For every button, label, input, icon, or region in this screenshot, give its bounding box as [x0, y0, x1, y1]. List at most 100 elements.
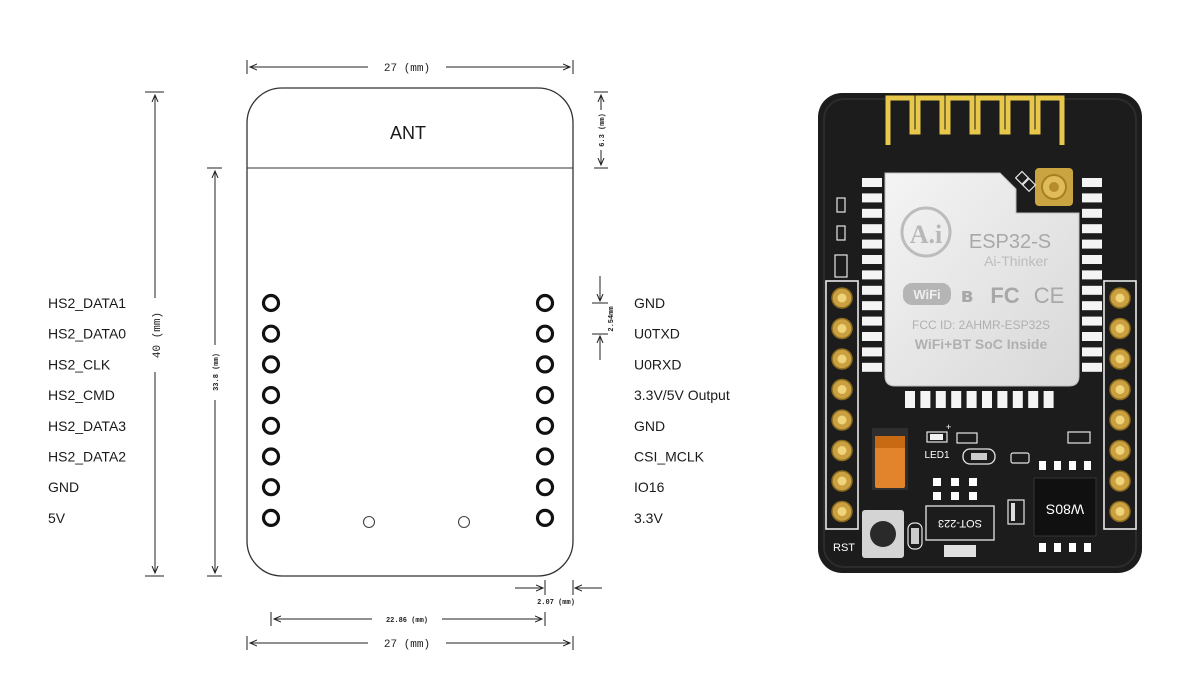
bottom-pad: [935, 391, 946, 408]
header-pin-center: [837, 507, 847, 516]
dim-width-bottom: 27 (mm): [384, 639, 430, 651]
pin-label-right: U0TXD: [634, 326, 680, 342]
bottom-pad: [951, 391, 962, 408]
pin-hole: [535, 355, 555, 374]
dim-antenna: 6.3 (mm): [599, 113, 607, 147]
header-pin-center: [837, 415, 847, 425]
pin-label-right: 3.3V: [634, 510, 663, 526]
ai-logo-icon: [900, 206, 952, 258]
module-castellated-pads: [862, 178, 1102, 372]
header-pin-center: [837, 446, 847, 455]
pin-label-left: GND: [48, 479, 79, 495]
header-pin-center: [1115, 415, 1125, 425]
castellated-pad: [1082, 255, 1102, 264]
wifi-badge-text: WiFi: [913, 287, 940, 302]
left-header-outline: [825, 280, 859, 530]
board-outline: [246, 87, 574, 577]
castellated-pad: [862, 239, 882, 249]
fcc-mark-icon: FC: [990, 283, 1019, 308]
castellated-pad: [862, 208, 882, 218]
castellated-pad: [862, 224, 882, 234]
castellated-pad: [1082, 270, 1102, 280]
ai-logo-text: A.i: [910, 220, 943, 249]
rst-label: RST: [833, 542, 855, 554]
header-pin-center: [1115, 385, 1125, 394]
pin-hole: [261, 416, 281, 435]
pin-hole: [535, 478, 555, 497]
castellated-pad: [1082, 362, 1102, 372]
pin-hole: [535, 386, 555, 405]
pcb-antenna-trace: [885, 95, 1065, 145]
chip-tagline: WiFi+BT SoC Inside: [915, 336, 1048, 352]
antenna-label: ANT: [390, 123, 426, 143]
castellated-pad: [1082, 178, 1102, 187]
castellated-pad: [1082, 193, 1102, 203]
castellated-pad: [1082, 224, 1102, 234]
castellated-pad: [1082, 208, 1102, 218]
header-pin-center: [1115, 507, 1125, 516]
castellated-pad: [862, 362, 882, 372]
pin-label-left: HS2_DATA3: [48, 418, 126, 434]
svg-text:+: +: [946, 422, 951, 432]
castellated-pad: [1082, 301, 1102, 311]
mount-hole: [362, 515, 376, 529]
castellated-pad: [1082, 285, 1102, 295]
bottom-pad: [1043, 391, 1054, 408]
module-bottom-pads: [905, 391, 1054, 408]
photo-header-pins: [831, 287, 1131, 523]
pin-hole: [261, 386, 281, 405]
castellated-pad: [1082, 347, 1102, 357]
header-pin-center: [1115, 293, 1125, 303]
castellated-pad: [862, 255, 882, 264]
header-pin-center: [837, 293, 847, 303]
bottom-pad: [920, 391, 931, 408]
dim-height: 40 (mm): [152, 312, 164, 358]
flash-chip: W80S: [1007, 461, 1097, 552]
bottom-pad: [1028, 391, 1039, 408]
pin-label-left: HS2_CLK: [48, 356, 111, 372]
pin-hole: [535, 293, 555, 313]
bottom-pad: [1012, 391, 1023, 408]
pin-label-left: HS2_DATA1: [48, 295, 126, 311]
pin-hole: [535, 416, 555, 435]
regulator-label: SOT-223: [938, 517, 982, 529]
pin-label-right: IO16: [634, 479, 665, 495]
pin-label-right: GND: [634, 418, 665, 434]
bottom-pad: [905, 391, 915, 408]
header-pin-center: [1115, 446, 1125, 455]
pin-hole: [261, 293, 281, 313]
header-pin-center: [837, 354, 847, 364]
rst-button-cap-icon: [870, 521, 896, 547]
sot223-regulator: SOT-223: [925, 478, 995, 557]
board-photo: A.i ESP32-S Ai-Thinker WiFi ʙ FC CE FCC …: [818, 93, 1142, 573]
pin-label-right: U0RXD: [634, 356, 681, 372]
pin-label-right: GND: [634, 295, 665, 311]
pin-hole: [261, 324, 281, 343]
castellated-pad: [862, 178, 882, 187]
pin-label-left: 5V: [48, 510, 66, 526]
bottom-pad: [966, 391, 977, 408]
castellated-pad: [1082, 316, 1102, 326]
right-header-outline: [1103, 280, 1137, 530]
fcc-id: FCC ID: 2AHMR-ESP32S: [912, 318, 1050, 332]
castellated-pad: [1082, 332, 1102, 341]
module-outline-drawing: ANT 27 (mm) 27 (mm) 22.86 (mm) 2.07 (mm)…: [48, 60, 730, 651]
header-pin-center: [1115, 476, 1125, 486]
castellated-pad: [862, 270, 882, 280]
dim-pitch: 2.54mm: [608, 306, 616, 331]
pin-label-right: 3.3V/5V Output: [634, 387, 730, 403]
pin-label-left: HS2_DATA0: [48, 326, 126, 342]
dim-width-top: 27 (mm): [384, 63, 430, 75]
pin-hole: [535, 324, 555, 343]
castellated-pad: [862, 301, 882, 311]
chip-name: ESP32-S: [969, 231, 1051, 253]
header-pin-center: [1115, 354, 1125, 364]
header-pin-center: [837, 385, 847, 394]
dim-edge-offset: 2.07 (mm): [537, 599, 575, 607]
castellated-pad: [862, 285, 882, 295]
pin-hole: [261, 447, 281, 466]
bluetooth-icon: ʙ: [961, 283, 974, 307]
left-pin-header: HS2_DATA1HS2_DATA0HS2_CLKHS2_CMDHS2_DATA…: [48, 293, 281, 528]
